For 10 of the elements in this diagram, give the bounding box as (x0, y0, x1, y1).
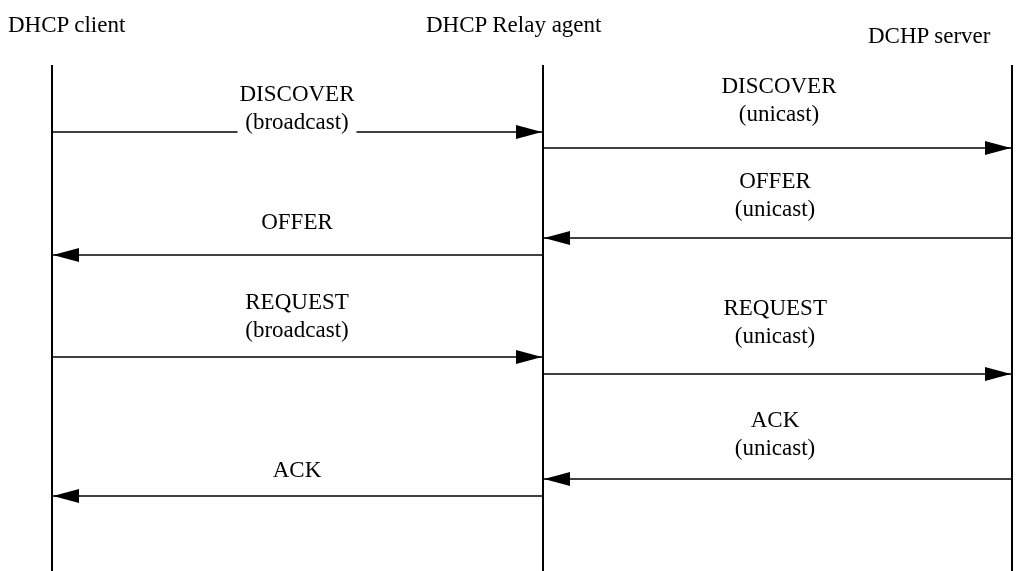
message-arrow (52, 248, 543, 262)
lifeline-label: DHCP client (8, 12, 126, 38)
message-arrow (543, 231, 1012, 245)
lifeline-label: DCHP server (868, 23, 991, 49)
message-arrow (543, 141, 1012, 155)
message-arrow (52, 350, 543, 364)
message-arrow (543, 472, 1012, 486)
message-arrow (543, 367, 1012, 381)
message-arrow (52, 489, 543, 503)
lifeline-label: DHCP Relay agent (426, 12, 602, 38)
